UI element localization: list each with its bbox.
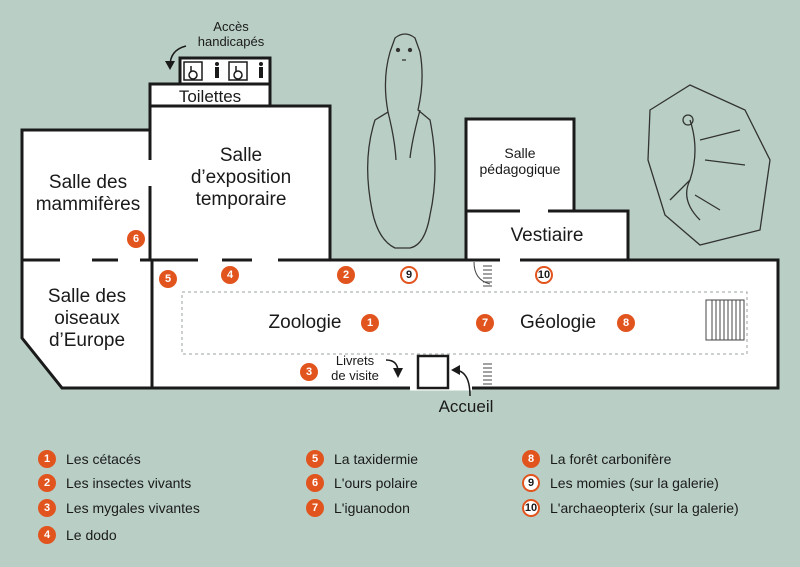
main-hall[interactable]: [148, 258, 780, 390]
map-marker-9[interactable]: 9: [400, 266, 418, 284]
legend-item: 6 L'ours polaire: [306, 472, 418, 494]
floor-plan: [20, 33, 780, 397]
legend-label: Les momies (sur la galerie): [550, 475, 719, 491]
legend-label: La forêt carbonifère: [550, 451, 672, 467]
legend-label: L'iguanodon: [334, 500, 410, 516]
legend-marker: 7: [306, 499, 324, 517]
legend-label: L'ours polaire: [334, 475, 418, 491]
stairs-lower-icon: [483, 363, 492, 385]
legend-item: 1 Les cétacés: [38, 448, 141, 470]
legend-marker: 1: [38, 450, 56, 468]
legend-marker: 9: [522, 474, 540, 492]
legend-marker: 5: [306, 450, 324, 468]
gallery-outline: [181, 291, 748, 355]
wheelchair-icon: [228, 61, 248, 81]
room-label-toilettes: Toilettes: [178, 87, 242, 106]
map-marker-5[interactable]: 5: [159, 270, 177, 288]
room-exposition[interactable]: [148, 104, 332, 262]
legend-marker: 3: [38, 499, 56, 517]
room-vestiaire[interactable]: [464, 209, 630, 262]
legend-label: Les insectes vivants: [66, 475, 192, 491]
room-label-mammiferes: Salle des mammifères: [35, 172, 141, 215]
legend-marker: 8: [522, 450, 540, 468]
legend-item: 3 Les mygales vivantes: [38, 497, 200, 519]
map-marker-7[interactable]: 7: [476, 314, 494, 332]
legend-item: 10 L'archaeopterix (sur la galerie): [522, 497, 739, 519]
legend-item: 8 La forêt carbonifère: [522, 448, 671, 470]
map-marker-2[interactable]: 2: [337, 266, 355, 284]
legend-item: 5 La taxidermie: [306, 448, 418, 470]
legend-marker: 10: [522, 499, 540, 517]
man-icon: [215, 62, 219, 78]
legend-label: Les cétacés: [66, 451, 141, 467]
legend-label: Les mygales vivantes: [66, 500, 200, 516]
room-label-oiseaux: Salle des oiseaux d’Europe: [47, 286, 127, 351]
stairs-upper-icon: [473, 261, 492, 287]
legend-marker: 6: [306, 474, 324, 492]
map-marker-8[interactable]: 8: [617, 314, 635, 332]
map-marker-1[interactable]: 1: [361, 314, 379, 332]
legend-item: 4 Le dodo: [38, 524, 117, 546]
map-marker-10[interactable]: 10: [535, 266, 553, 284]
label-livrets: Livrets de visite: [331, 353, 379, 383]
label-accueil: Accueil: [438, 397, 494, 416]
map-marker-3[interactable]: 3: [300, 363, 318, 381]
label-acces-handicapes: Accès handicapés: [197, 19, 265, 49]
room-label-zoologie: Zoologie: [268, 312, 342, 333]
entrance-box[interactable]: [416, 354, 450, 390]
legend: 1 Les cétacés 2 Les insectes vivants 3 L…: [0, 448, 800, 558]
archaeopteryx-fossil-drawing: [647, 84, 771, 246]
legend-label: L'archaeopterix (sur la galerie): [550, 500, 739, 516]
map-marker-4[interactable]: 4: [221, 266, 239, 284]
staircase-icon: [705, 299, 745, 341]
room-label-pedagogique: Salle pédagogique: [479, 145, 561, 178]
legend-item: 9 Les momies (sur la galerie): [522, 472, 719, 494]
room-label-geologie: Géologie: [519, 312, 597, 333]
man-icon: [259, 62, 263, 78]
room-label-exposition: Salle d’exposition temporaire: [190, 145, 292, 210]
legend-marker: 2: [38, 474, 56, 492]
room-label-vestiaire: Vestiaire: [510, 225, 584, 246]
legend-label: La taxidermie: [334, 451, 419, 467]
wheelchair-icon: [183, 61, 203, 81]
legend-item: 2 Les insectes vivants: [38, 472, 191, 494]
polar-bear-drawing: [367, 33, 436, 249]
legend-item: 7 L'iguanodon: [306, 497, 410, 519]
legend-label: Le dodo: [66, 527, 117, 543]
legend-marker: 4: [38, 526, 56, 544]
map-marker-6[interactable]: 6: [127, 230, 145, 248]
